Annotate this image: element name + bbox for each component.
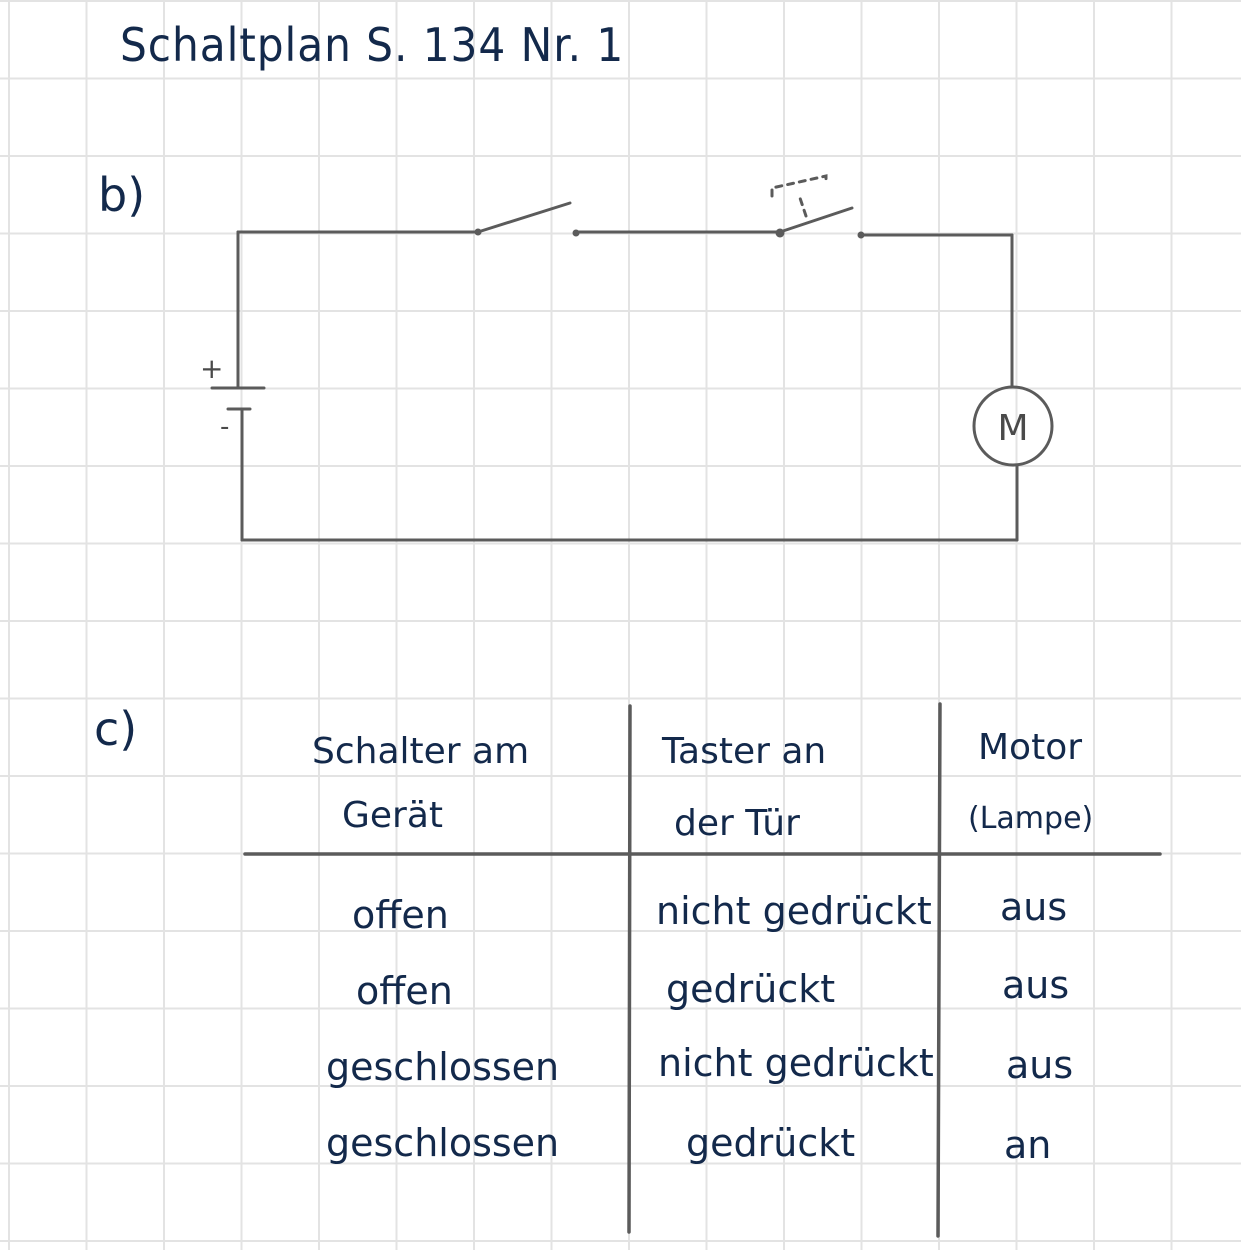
part-b-label: b): [98, 168, 146, 222]
switch-contact: [775, 228, 785, 238]
table-cell-device-switch: offen: [352, 893, 449, 937]
table-column-divider: [627, 704, 632, 1234]
switch-contact: [474, 228, 482, 236]
motor-label: M: [997, 408, 1028, 449]
header-door-button-line1: Taster an: [662, 731, 827, 772]
table-cell-device-switch: geschlossen: [326, 1121, 560, 1165]
motor-symbol-circle: [972, 385, 1054, 467]
table-cell-door-button: nicht gedrückt: [658, 1041, 934, 1085]
battery-minus-sign: -: [220, 412, 229, 442]
header-device-switch-line1: Schalter am: [312, 731, 530, 772]
table-cell-motor: aus: [1002, 963, 1070, 1007]
table-cell-motor: aus: [1006, 1043, 1074, 1087]
table-cell-door-button: nicht gedrückt: [656, 889, 932, 933]
device-switch-lever: [476, 201, 572, 234]
table-column-divider: [936, 702, 942, 1238]
switch-contact: [857, 231, 865, 239]
table-cell-motor: an: [1004, 1123, 1052, 1167]
battery-plus-sign: +: [200, 352, 223, 385]
part-c-label: c): [94, 702, 138, 756]
header-device-switch-line2: Gerät: [342, 795, 444, 836]
header-door-button-line2: der Tür: [674, 803, 800, 844]
table-cell-door-button: gedrückt: [686, 1121, 856, 1165]
door-button-actuator: [770, 174, 828, 218]
table-cell-device-switch: offen: [356, 969, 453, 1013]
header-motor-line1: Motor: [978, 727, 1083, 768]
switch-contact: [572, 229, 580, 237]
header-motor-line2: (Lampe): [968, 801, 1094, 836]
page-title: Schaltplan S. 134 Nr. 1: [120, 18, 625, 72]
table-cell-device-switch: geschlossen: [326, 1045, 560, 1089]
door-button-lever: [778, 206, 854, 234]
circuit-diagram: + - M: [200, 174, 1054, 542]
table-cell-door-button: gedrückt: [666, 967, 836, 1011]
table-cell-motor: aus: [1000, 885, 1068, 929]
